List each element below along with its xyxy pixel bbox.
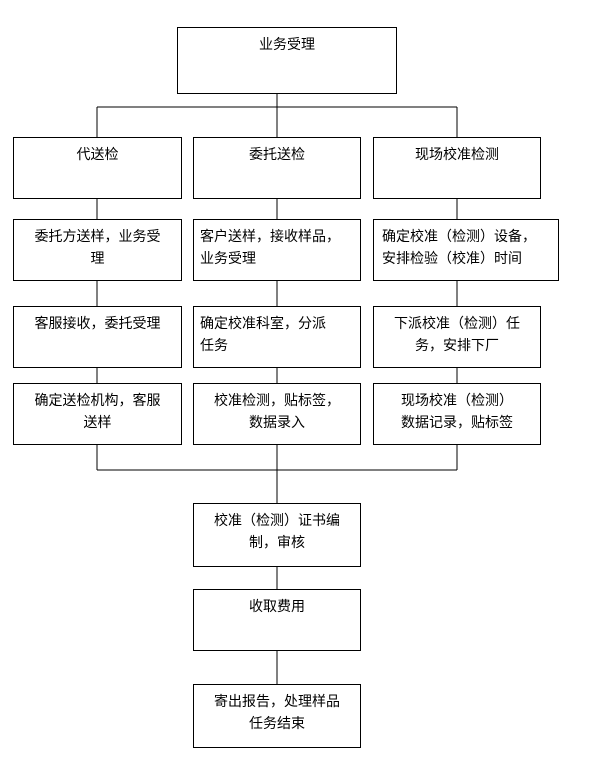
node-col2-step1: 客户送样，接收样品， 业务受理 [193,219,361,281]
node-col1-step3: 确定送检机构，客服 送样 [13,383,182,445]
node-label: 下派校准（检测）任 务，安排下厂 [394,316,520,354]
node-label: 校准检测，贴标签， 数据录入 [214,393,340,431]
node-label: 业务受理 [259,37,315,53]
node-business-acceptance: 业务受理 [177,27,397,94]
node-col1-step1: 委托方送样，业务受 理 [13,219,182,281]
node-header-col1: 代送检 [13,137,182,199]
node-label: 客户送样，接收样品， 业务受理 [200,229,340,267]
node-label: 确定校准科室，分派 任务 [200,316,326,354]
node-col3-step1: 确定校准（检测）设备， 安排检验（校准）时间 [373,219,559,281]
node-collect-fees: 收取费用 [193,589,361,651]
node-certificate-review: 校准（检测）证书编 制，审核 [193,503,361,567]
node-label: 收取费用 [249,599,305,615]
node-col2-step3: 校准检测，贴标签， 数据录入 [193,383,361,445]
node-col2-step2: 确定校准科室，分派 任务 [193,306,361,368]
node-col3-step3: 现场校准（检测） 数据记录，贴标签 [373,383,541,445]
node-col3-step2: 下派校准（检测）任 务，安排下厂 [373,306,541,368]
node-label: 确定校准（检测）设备， 安排检验（校准）时间 [382,229,536,267]
node-label: 委托方送样，业务受 理 [34,229,161,267]
node-label: 寄出报告，处理样品 任务结束 [214,694,340,732]
node-label: 现场校准检测 [415,147,499,163]
node-label: 确定送检机构，客服 送样 [34,393,161,431]
node-label: 委托送检 [249,147,305,163]
node-label: 校准（检测）证书编 制，审核 [214,513,340,551]
node-label: 现场校准（检测） 数据记录，贴标签 [401,393,513,431]
node-label: 客服接收，委托受理 [34,316,161,332]
node-label: 代送检 [76,147,119,163]
node-col1-step2: 客服接收，委托受理 [13,306,182,368]
node-header-col2: 委托送检 [193,137,361,199]
node-header-col3: 现场校准检测 [373,137,541,199]
node-send-report: 寄出报告，处理样品 任务结束 [193,684,361,748]
